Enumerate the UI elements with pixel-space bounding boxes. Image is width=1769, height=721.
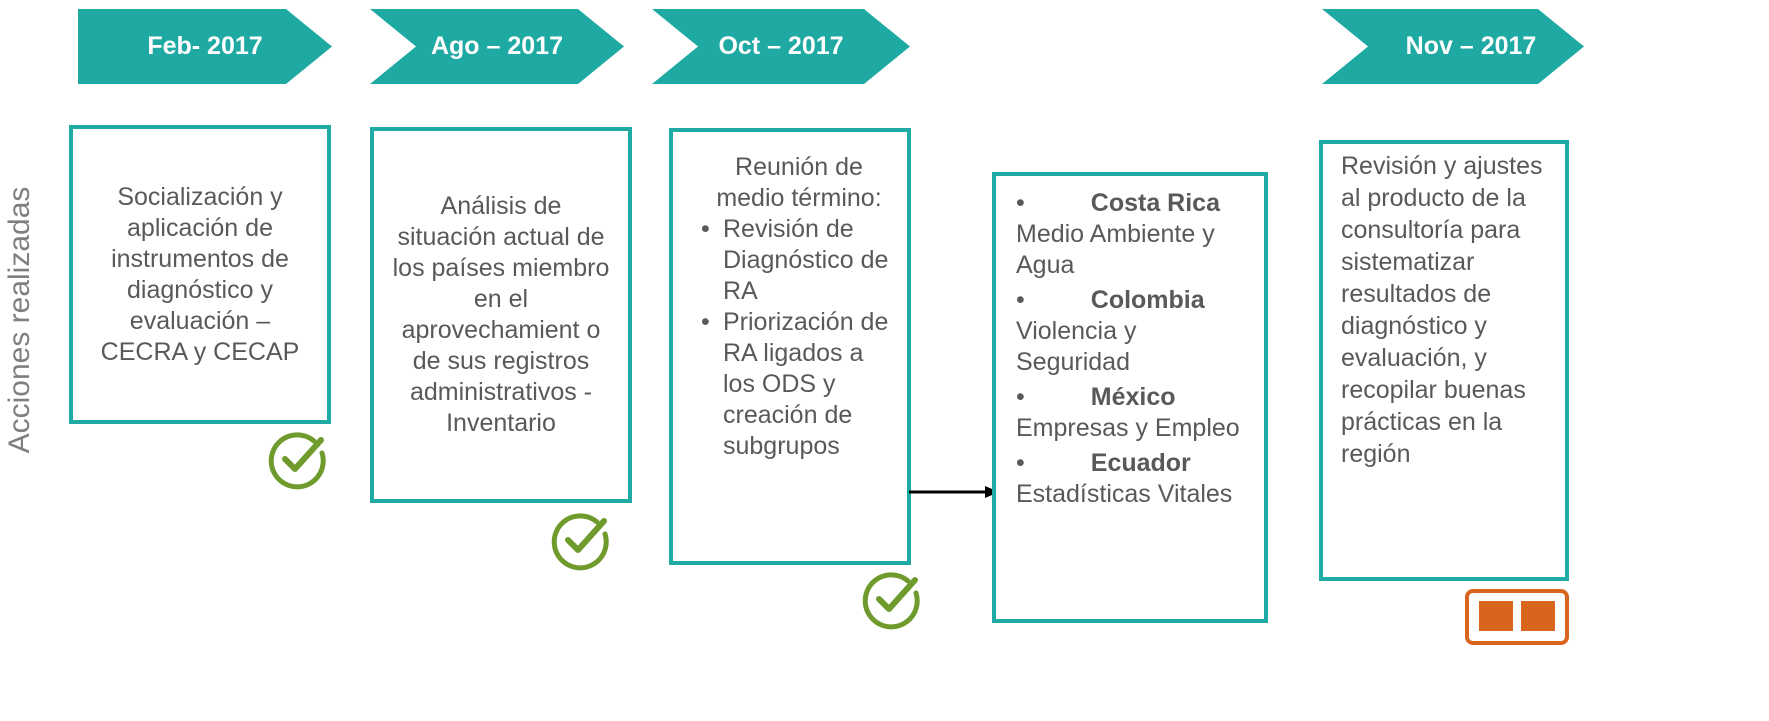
check-icon <box>268 432 326 490</box>
timeline-date: Nov – 2017 <box>1405 32 1537 60</box>
country-name: México <box>1090 383 1176 411</box>
timeline-step-feb: Feb- 2017 <box>78 9 332 84</box>
action-text: Análisis de situación actual de los país… <box>392 192 610 437</box>
arrow-right-icon <box>909 486 999 498</box>
country-topic: Empresas y Empleo <box>1016 414 1240 442</box>
country-bullet: • <box>1016 449 1025 477</box>
country-name: Ecuador <box>1090 449 1191 477</box>
action-bullet: Priorización de RA ligados a los ODS y c… <box>701 307 897 462</box>
action-box-reunion: Reunión de medio término: Revisión de Di… <box>669 128 911 565</box>
country-bullet: • <box>1016 383 1025 411</box>
timeline-date: Oct – 2017 <box>718 32 844 60</box>
timeline-date: Feb- 2017 <box>147 32 263 60</box>
action-box-analisis: Análisis de situación actual de los país… <box>370 127 632 503</box>
action-text: Revisión y ajustes al producto de la con… <box>1341 152 1543 468</box>
country-item: • Colombia <box>1016 285 1254 316</box>
timeline-step-ago: Ago – 2017 <box>370 9 624 84</box>
action-box-revision: Revisión y ajustes al producto de la con… <box>1319 140 1569 581</box>
action-text: Socialización y aplicación de instrument… <box>100 182 300 366</box>
country-item: • Costa Rica <box>1016 188 1254 219</box>
country-item: • México <box>1016 382 1254 413</box>
country-name: Colombia <box>1090 286 1205 314</box>
country-list-box: • Costa Rica Medio Ambiente y Agua • Colom… <box>992 172 1268 623</box>
action-box-socializacion: Socialización y aplicación de instrument… <box>69 125 331 424</box>
country-topic: Estadísticas Vitales <box>1016 480 1233 508</box>
grid-icon <box>1465 589 1569 645</box>
timeline-step-nov: Nov – 2017 <box>1322 9 1584 84</box>
action-intro: Reunión de medio término: <box>716 153 882 212</box>
check-icon <box>862 572 920 630</box>
country-bullet: • <box>1016 286 1025 314</box>
country-bullet: • <box>1016 189 1025 217</box>
action-bullet: Revisión de Diagnóstico de RA <box>701 214 897 307</box>
timeline-date: Ago – 2017 <box>430 32 563 60</box>
country-topic: Medio Ambiente y Agua <box>1016 220 1215 279</box>
side-label-text: Acciones realizadas <box>3 186 36 454</box>
country-item: • Ecuador <box>1016 448 1254 479</box>
timeline-step-oct: Oct – 2017 <box>652 9 910 84</box>
country-topic: Violencia y Seguridad <box>1016 317 1137 376</box>
country-name: Costa Rica <box>1090 189 1220 217</box>
check-icon <box>551 513 609 571</box>
action-bullets: Revisión de Diagnóstico de RA Priorizaci… <box>701 214 897 462</box>
